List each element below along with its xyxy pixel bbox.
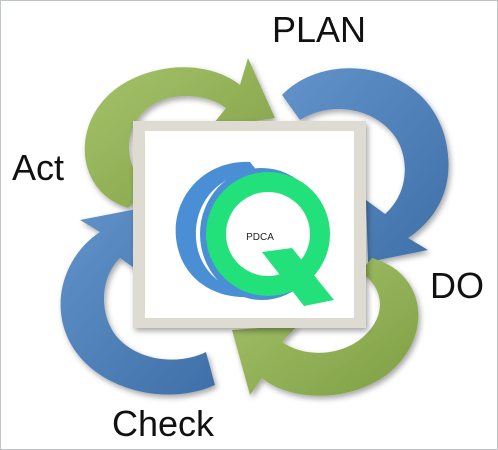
check-label: Check [112,403,215,444]
do-label: DO [430,265,484,306]
act-label: Act [12,147,65,188]
q-logo-icon [175,161,334,306]
act-to-plan-arrow [84,58,275,208]
center-label: PDCA [246,232,274,243]
plan-to-do-arrow [282,68,449,262]
plan-label: PLAN [272,9,367,50]
do-to-check-arrow [232,258,419,396]
check-to-act-arrow [60,208,215,395]
